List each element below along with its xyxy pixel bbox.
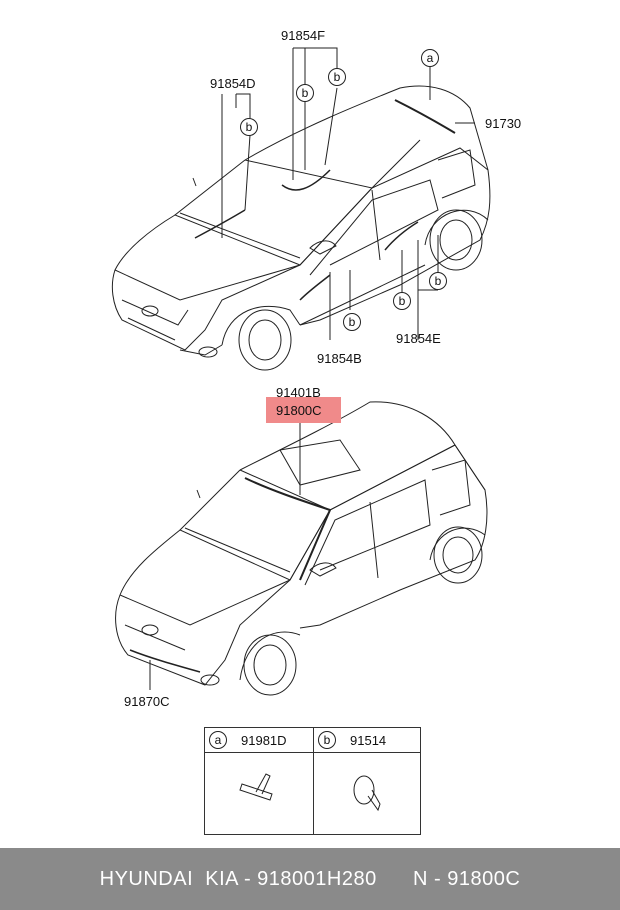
callout-a: a [421, 49, 439, 67]
callout-b: b [429, 272, 447, 290]
top-car-body [111, 85, 491, 371]
label-91854F: 91854F [281, 28, 326, 43]
legend-clip-icon [239, 773, 273, 801]
wiring-diagram: 91854F 91854D 91730 91854B 91854E a b b … [111, 28, 522, 835]
label-91730: 91730 [485, 116, 522, 131]
legend-divider [205, 752, 420, 753]
callout-b: b [240, 118, 258, 136]
footer-part-number: HYUNDAI KIA - 918001H280 N - 91800C [99, 868, 521, 890]
top-car-leaders [221, 47, 475, 340]
label-91854D: 91854D [210, 76, 256, 91]
car-line-art [111, 47, 491, 812]
highlight-box [266, 397, 341, 423]
legend-table: a 91981D b 91514 [204, 727, 421, 835]
callout-b: b [296, 84, 314, 102]
label-91854E: 91854E [396, 331, 441, 346]
label-91854B: 91854B [317, 351, 362, 366]
callout-b: b [328, 68, 346, 86]
legend-letter-a: a [209, 731, 227, 749]
callout-b: b [393, 292, 411, 310]
footer-bar: HYUNDAI KIA - 918001H280 N - 91800C [0, 848, 620, 910]
legend-divider [313, 728, 314, 834]
bottom-car-leaders [149, 423, 301, 690]
callout-b: b [343, 313, 361, 331]
label-91870C: 91870C [124, 694, 170, 709]
label-91401B: 91401B [276, 385, 321, 400]
bottom-car-body [115, 401, 488, 696]
legend-letter-b: b [318, 731, 336, 749]
legend-part-b: 91514 [350, 733, 387, 748]
label-91800C: 91800C [276, 403, 322, 418]
legend-grommet-icon [353, 775, 381, 812]
legend-part-a: 91981D [241, 733, 287, 748]
